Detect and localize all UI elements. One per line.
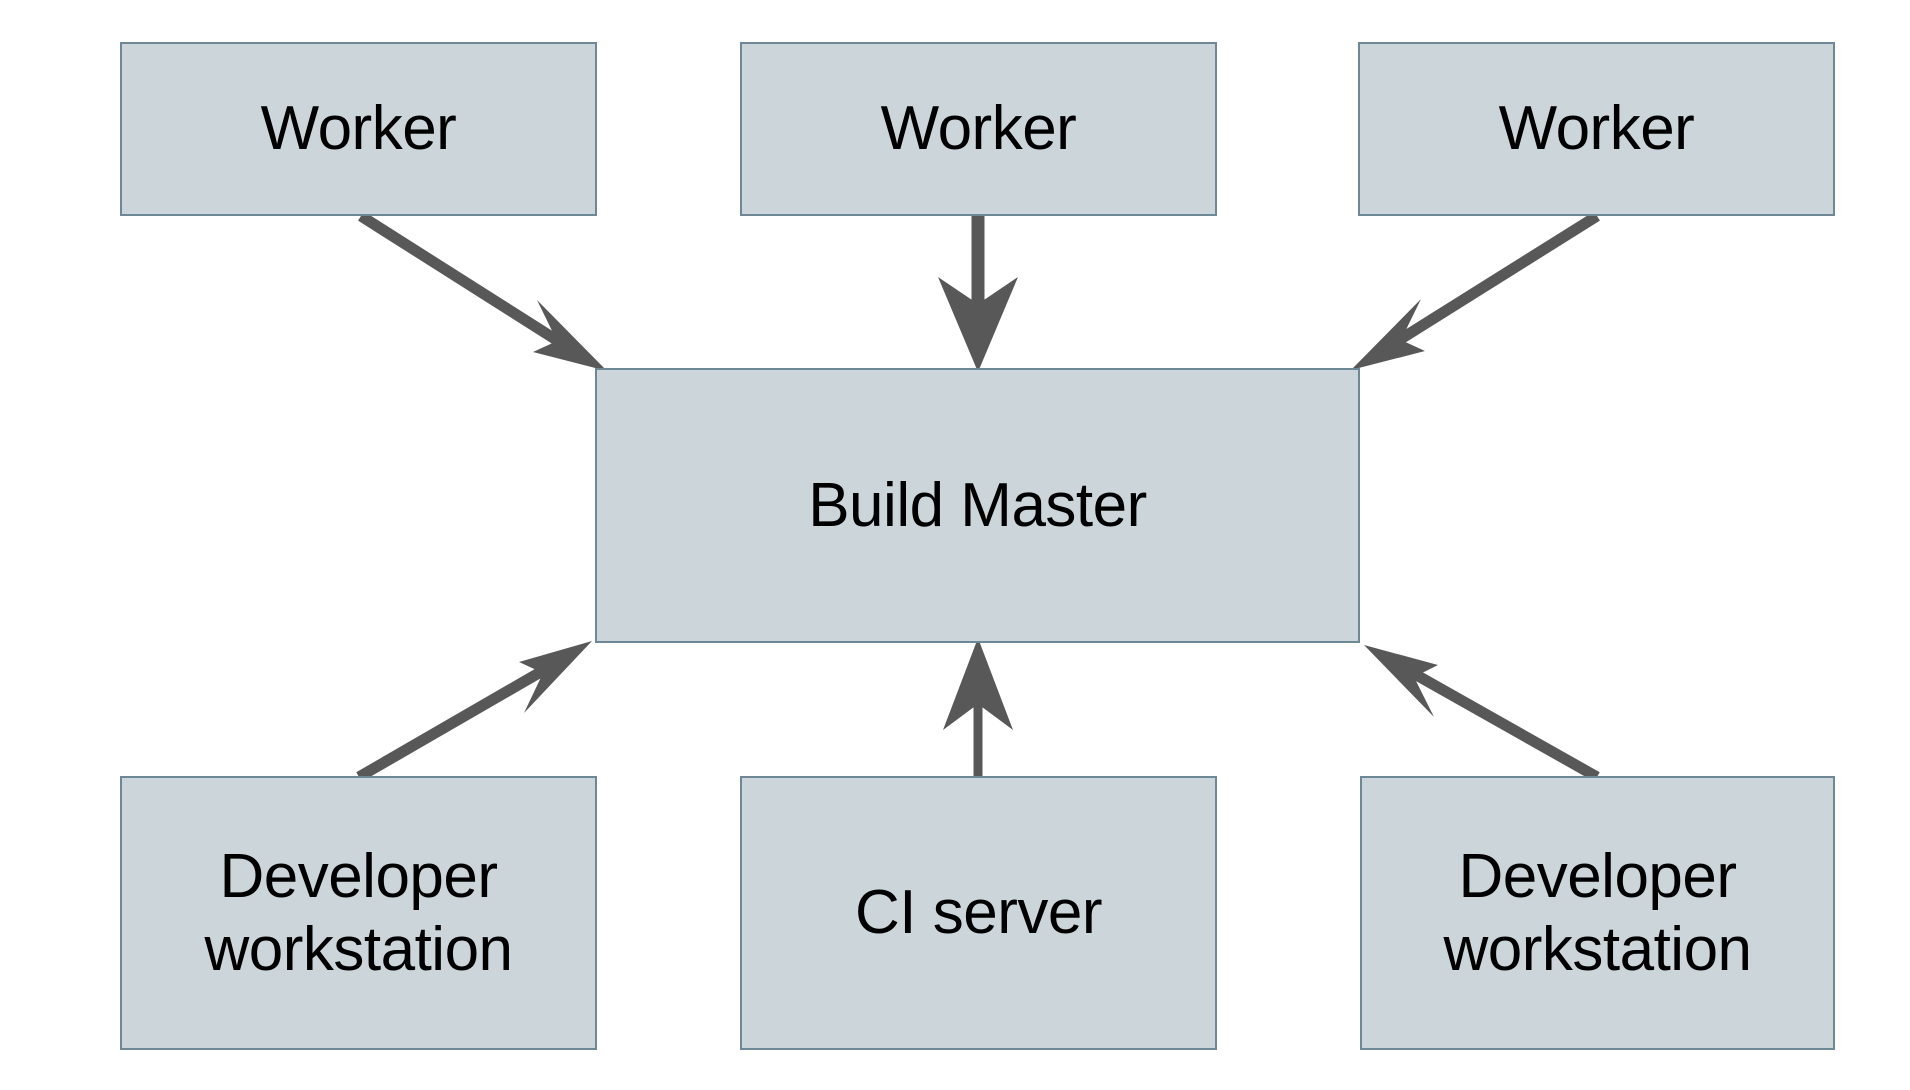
node-worker-mid[interactable]: Worker bbox=[740, 42, 1217, 216]
edge-worker-left-to-master bbox=[358, 211, 607, 371]
node-developer-workstation-right[interactable]: Developer workstation bbox=[1360, 776, 1835, 1050]
node-worker-left[interactable]: Worker bbox=[120, 42, 597, 216]
edge-dev-left-to-master bbox=[356, 641, 592, 782]
node-build-master[interactable]: Build Master bbox=[595, 368, 1360, 643]
edge-worker-right-to-master bbox=[1351, 211, 1600, 370]
node-ci-server[interactable]: CI server bbox=[740, 776, 1217, 1050]
edge-dev-right-to-master bbox=[1364, 645, 1600, 782]
node-worker-right[interactable]: Worker bbox=[1358, 42, 1835, 216]
node-developer-workstation-left[interactable]: Developer workstation bbox=[120, 776, 597, 1050]
edge-ci-server-to-master bbox=[943, 638, 1013, 777]
edge-worker-mid-to-master bbox=[938, 216, 1018, 372]
